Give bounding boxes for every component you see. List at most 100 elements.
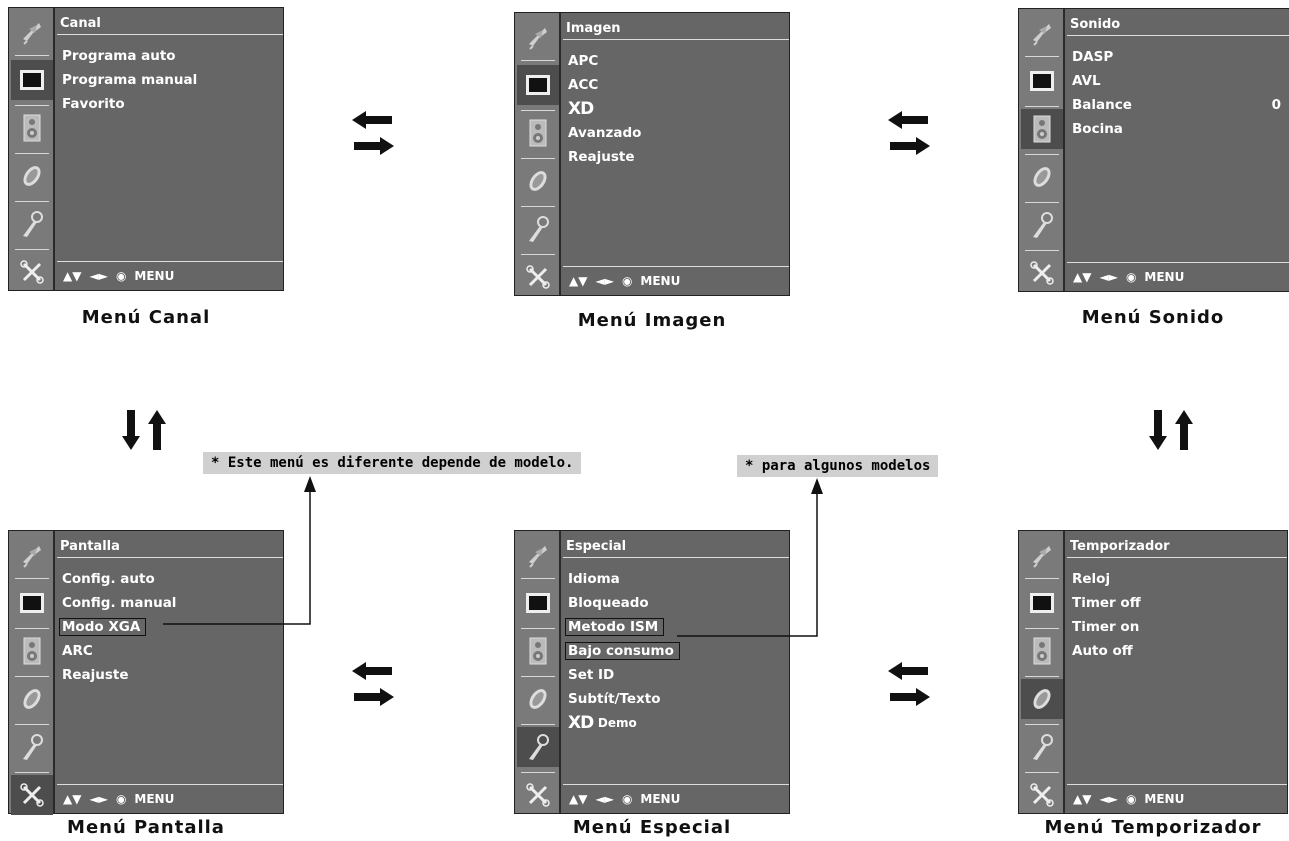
menu-item-xd-demo[interactable]: XD Demo (567, 711, 785, 735)
left-right-arrow-icon: ◄► (595, 792, 614, 806)
tools-icon[interactable] (13, 252, 51, 292)
balance-value: 0 (1271, 97, 1281, 113)
menu-item-timer-on[interactable]: Timer on (1072, 619, 1140, 635)
menu-sidebar (1019, 531, 1065, 813)
tools-icon[interactable] (519, 257, 557, 297)
caption-especial: Menú Especial (572, 817, 732, 838)
satellite-dish-icon[interactable] (1023, 13, 1061, 53)
speaker-icon[interactable] (13, 631, 51, 671)
menu-sidebar (515, 13, 561, 295)
speaker-icon[interactable] (13, 108, 51, 148)
satellite-dish-icon[interactable] (1023, 535, 1061, 575)
menu-item-bocina[interactable]: Bocina (1072, 121, 1123, 137)
disc-icon[interactable] (1023, 157, 1061, 197)
satellite-dish-icon[interactable] (519, 535, 557, 575)
menu-label: MENU (134, 269, 175, 283)
key-icon[interactable] (1023, 205, 1061, 245)
menu-footer: ▲▼ ◄► ◉ MENU (563, 784, 789, 813)
menu-item-bajo-consumo[interactable]: Bajo consumo (565, 639, 785, 663)
menu-item-arc[interactable]: ARC (62, 643, 93, 659)
ok-icon: ◉ (621, 792, 633, 806)
modo-xga-label: Modo XGA (58, 618, 147, 636)
disc-icon[interactable] (13, 679, 51, 719)
satellite-dish-icon[interactable] (13, 535, 51, 575)
menu-label: MENU (640, 274, 681, 288)
screen-icon[interactable] (517, 65, 559, 105)
disc-icon[interactable] (519, 161, 557, 201)
menu-sidebar (515, 531, 561, 813)
menu-item-reajuste[interactable]: Reajuste (62, 667, 129, 683)
menu-item-config-auto[interactable]: Config. auto (62, 571, 155, 587)
key-icon[interactable] (13, 204, 51, 244)
menu-title: Temporizador (1067, 537, 1287, 558)
menu-item-timer-off[interactable]: Timer off (1072, 595, 1141, 611)
ok-icon: ◉ (1125, 792, 1137, 806)
disc-icon[interactable] (13, 156, 51, 196)
menu-item-reajuste[interactable]: Reajuste (568, 149, 635, 165)
horizontal-arrows-icon (888, 111, 930, 155)
menu-item-programa-auto[interactable]: Programa auto (62, 48, 176, 64)
menu-item-bloqueado[interactable]: Bloqueado (568, 595, 649, 611)
speaker-icon[interactable] (1021, 109, 1063, 149)
menu-item-reloj[interactable]: Reloj (1072, 571, 1111, 587)
menu-item-set-id[interactable]: Set ID (568, 667, 615, 683)
vertical-arrows-icon (122, 410, 170, 450)
speaker-icon[interactable] (519, 631, 557, 671)
key-icon[interactable] (1023, 727, 1061, 767)
left-right-arrow-icon: ◄► (89, 792, 108, 806)
menu-item-xd[interactable]: XD (567, 97, 785, 121)
up-down-arrow-icon: ▲▼ (1073, 270, 1092, 284)
menu-imagen: Imagen APC ACC XD Avanzado Reajuste ▲▼ ◄… (514, 12, 790, 296)
balance-label: Balance (1072, 97, 1132, 113)
disc-icon[interactable] (519, 679, 557, 719)
up-down-arrow-icon: ▲▼ (63, 792, 82, 806)
menu-item-balance[interactable]: Balance 0 (1071, 93, 1285, 117)
menu-item-avanzado[interactable]: Avanzado (568, 125, 642, 141)
satellite-dish-icon[interactable] (13, 12, 51, 52)
menu-item-avl[interactable]: AVL (1072, 73, 1101, 89)
key-icon[interactable] (519, 209, 557, 249)
key-icon[interactable] (13, 727, 51, 767)
up-down-arrow-icon: ▲▼ (1073, 792, 1092, 806)
tools-icon[interactable] (1023, 253, 1061, 293)
menu-item-subtit-texto[interactable]: Subtít/Texto (568, 691, 661, 707)
screen-icon[interactable] (1023, 61, 1061, 101)
menu-footer: ▲▼ ◄► ◉ MENU (563, 266, 789, 295)
up-down-arrow-icon: ▲▼ (569, 792, 588, 806)
menu-footer: ▲▼ ◄► ◉ MENU (57, 784, 283, 813)
screen-icon[interactable] (1023, 583, 1061, 623)
menu-item-apc[interactable]: APC (568, 53, 599, 69)
menu-item-dasp[interactable]: DASP (1072, 49, 1114, 65)
screen-icon[interactable] (519, 583, 557, 623)
ok-icon: ◉ (1125, 270, 1137, 284)
left-right-arrow-icon: ◄► (595, 274, 614, 288)
tools-icon[interactable] (11, 775, 53, 815)
menu-item-favorito[interactable]: Favorito (62, 96, 125, 112)
key-icon[interactable] (517, 727, 559, 767)
menu-item-programa-manual[interactable]: Programa manual (62, 72, 198, 88)
satellite-dish-icon[interactable] (519, 17, 557, 57)
left-right-arrow-icon: ◄► (89, 269, 108, 283)
menu-item-auto-off[interactable]: Auto off (1072, 643, 1133, 659)
speaker-icon[interactable] (519, 113, 557, 153)
menu-label: MENU (1144, 792, 1185, 806)
menu-footer: ▲▼ ◄► ◉ MENU (1067, 784, 1287, 813)
disc-icon[interactable] (1021, 679, 1063, 719)
caption-pantalla: Menú Pantalla (67, 817, 225, 838)
xd-logo: XD (568, 713, 594, 733)
tools-icon[interactable] (519, 775, 557, 815)
tools-icon[interactable] (1023, 775, 1061, 815)
menu-item-modo-xga[interactable]: Modo XGA (58, 615, 279, 639)
menu-item-acc[interactable]: ACC (568, 77, 599, 93)
screen-icon[interactable] (13, 583, 51, 623)
screen-icon[interactable] (11, 60, 53, 100)
menu-item-config-manual[interactable]: Config. manual (62, 595, 177, 611)
speaker-icon[interactable] (1023, 631, 1061, 671)
menu-item-metodo-ism[interactable]: Metodo ISM (564, 615, 785, 639)
menu-item-idioma[interactable]: Idioma (568, 571, 620, 587)
menu-label: MENU (1144, 270, 1185, 284)
arrowhead-especial (811, 478, 823, 494)
vertical-arrows-icon (1149, 410, 1197, 450)
menu-label: MENU (134, 792, 175, 806)
caption-imagen: Menú Imagen (577, 310, 727, 331)
